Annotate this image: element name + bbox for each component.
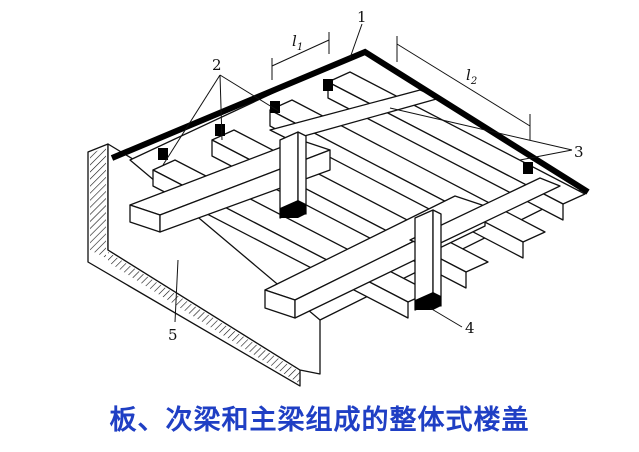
- label-column: 4: [465, 319, 475, 337]
- dimension-l1: l1: [271, 32, 330, 80]
- label-main-beams: 3: [574, 143, 584, 161]
- leader-lines: [162, 23, 573, 328]
- dimension-l2-label: l2: [466, 66, 477, 87]
- label-secondary-beams: 2: [212, 56, 222, 74]
- dimension-l1-label: l1: [292, 32, 303, 53]
- label-slab: 1: [357, 8, 367, 26]
- floor-system-diagram: l1 l2 1 2 3 4 5: [87, 8, 590, 387]
- slab-edge: [110, 48, 590, 195]
- dimension-l2: l2: [396, 36, 531, 140]
- label-wall: 5: [168, 326, 178, 344]
- columns: [279, 131, 442, 311]
- figure-caption: 板、次梁和主梁组成的整体式楼盖: [109, 405, 530, 436]
